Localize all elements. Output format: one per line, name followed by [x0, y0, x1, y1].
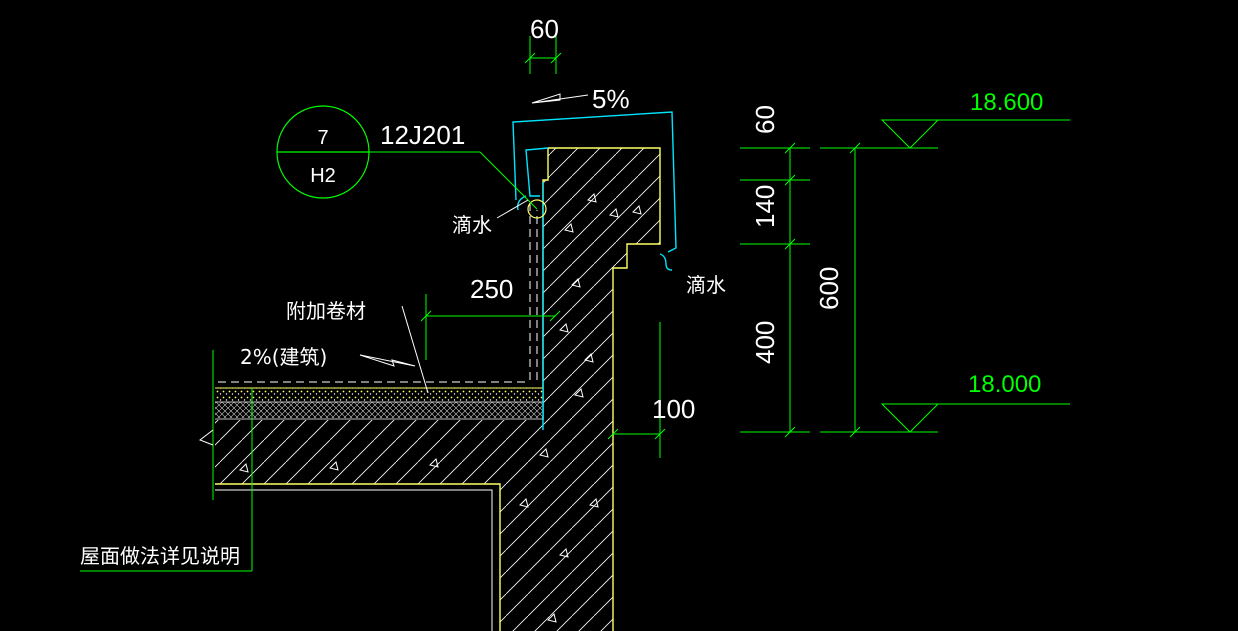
drip-hook-right [659, 253, 673, 271]
note-additional-membrane: 附加卷材 [286, 299, 366, 323]
dim-seg-400: 400 [750, 321, 780, 364]
waterproof-membrane [512, 111, 677, 430]
detail-number: 7 [317, 127, 328, 149]
note-roof-slope: 2%(建筑) [240, 345, 327, 369]
elevation-bottom: 18.000 [968, 371, 1041, 398]
dimension-lines [80, 36, 1070, 572]
note-drip-left: 滴水 [452, 213, 492, 237]
dim-slope-top: 5% [592, 84, 630, 114]
note-drip-right: 滴水 [686, 273, 726, 297]
dim-upturn-length: 250 [470, 274, 513, 304]
roof-layers [215, 381, 543, 420]
concrete-section [215, 147, 661, 631]
concrete-hatch-area [215, 148, 660, 631]
dim-seg-60: 60 [750, 105, 780, 134]
dim-total-600: 600 [814, 267, 844, 310]
dim-wall-thickness: 100 [652, 394, 695, 424]
detail-reference: 7 H2 12J201 [276, 105, 465, 199]
detail-sheet: H2 [310, 165, 336, 187]
slab-inner-line [215, 489, 493, 631]
dim-seg-140: 140 [750, 185, 780, 228]
elevation-top: 18.600 [970, 89, 1043, 116]
screed-layer [215, 388, 543, 402]
insulation-layer [215, 402, 543, 418]
atlas-code: 12J201 [380, 120, 465, 150]
dim-top-width: 60 [530, 14, 559, 44]
drip-circle [527, 199, 547, 219]
note-roof-method: 屋面做法详见说明 [80, 544, 240, 568]
aggregate-marks [239, 193, 642, 623]
